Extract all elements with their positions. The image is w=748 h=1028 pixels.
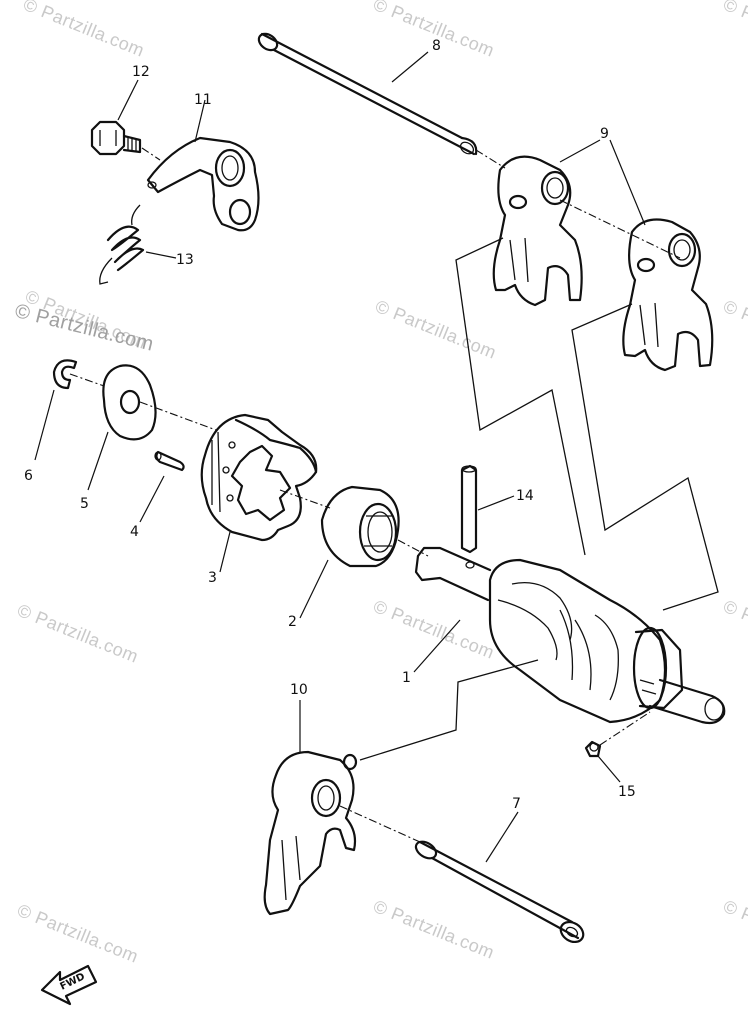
leader-14	[477, 495, 515, 511]
part-15-pin[interactable]	[584, 740, 602, 758]
part-4-dowel-pin[interactable]	[154, 450, 185, 472]
callout-10: 10	[290, 682, 308, 698]
axis-line	[141, 147, 161, 161]
callout-13: 13	[176, 252, 194, 268]
leader-4	[139, 475, 165, 523]
axis-line	[397, 539, 429, 557]
fwd-arrow-icon: FWD	[40, 964, 98, 1006]
axis-line	[339, 805, 421, 843]
part-14-pin[interactable]	[460, 464, 478, 554]
guide-line	[455, 237, 586, 556]
axis-line	[475, 149, 506, 169]
part-7-fork-shaft[interactable]	[413, 838, 587, 946]
part-9-shift-fork-a[interactable]	[492, 155, 583, 307]
part-2-bearing[interactable]	[320, 485, 400, 568]
axis-line	[559, 199, 681, 259]
leader-11	[194, 99, 206, 143]
leader-2	[299, 559, 329, 619]
callout-11: 11	[194, 92, 212, 108]
axis-line	[139, 401, 217, 431]
leader-8	[391, 51, 429, 83]
part-6-circlip[interactable]	[52, 359, 78, 390]
part-9-shift-fork-b[interactable]	[622, 218, 714, 372]
callout-12: 12	[132, 64, 150, 80]
callout-3: 3	[208, 570, 217, 586]
leader-1	[413, 619, 461, 673]
part-10-shift-fork[interactable]	[263, 750, 358, 916]
callout-15: 15	[618, 784, 636, 800]
part-11-stopper-lever[interactable]	[146, 136, 260, 232]
callout-1: 1	[402, 670, 411, 686]
leader-3	[219, 531, 231, 573]
part-5-washer[interactable]	[102, 364, 157, 441]
part-1-shift-drum[interactable]	[414, 546, 726, 725]
guide-line	[571, 303, 719, 611]
axis-line	[279, 489, 331, 509]
callout-9: 9	[600, 126, 609, 142]
callout-4: 4	[130, 524, 139, 540]
leader-13	[145, 251, 177, 259]
leader-7	[485, 811, 519, 863]
callout-6: 6	[24, 468, 33, 484]
axis-line	[69, 373, 105, 387]
guide-line	[359, 659, 539, 761]
part-3-segment[interactable]	[200, 413, 318, 542]
leader-9	[559, 139, 646, 226]
leader-6	[34, 389, 55, 461]
part-13-spring[interactable]	[99, 204, 145, 285]
leader-12	[117, 79, 139, 121]
callout-2: 2	[288, 614, 297, 630]
callout-8: 8	[432, 38, 441, 54]
leader-15	[597, 755, 621, 783]
callout-7: 7	[512, 796, 521, 812]
leader-5	[87, 431, 109, 491]
callout-5: 5	[80, 496, 89, 512]
part-8-fork-shaft[interactable]	[256, 31, 478, 157]
callout-14: 14	[516, 488, 534, 504]
part-12-bolt[interactable]	[90, 120, 142, 156]
axis-line	[599, 711, 651, 746]
